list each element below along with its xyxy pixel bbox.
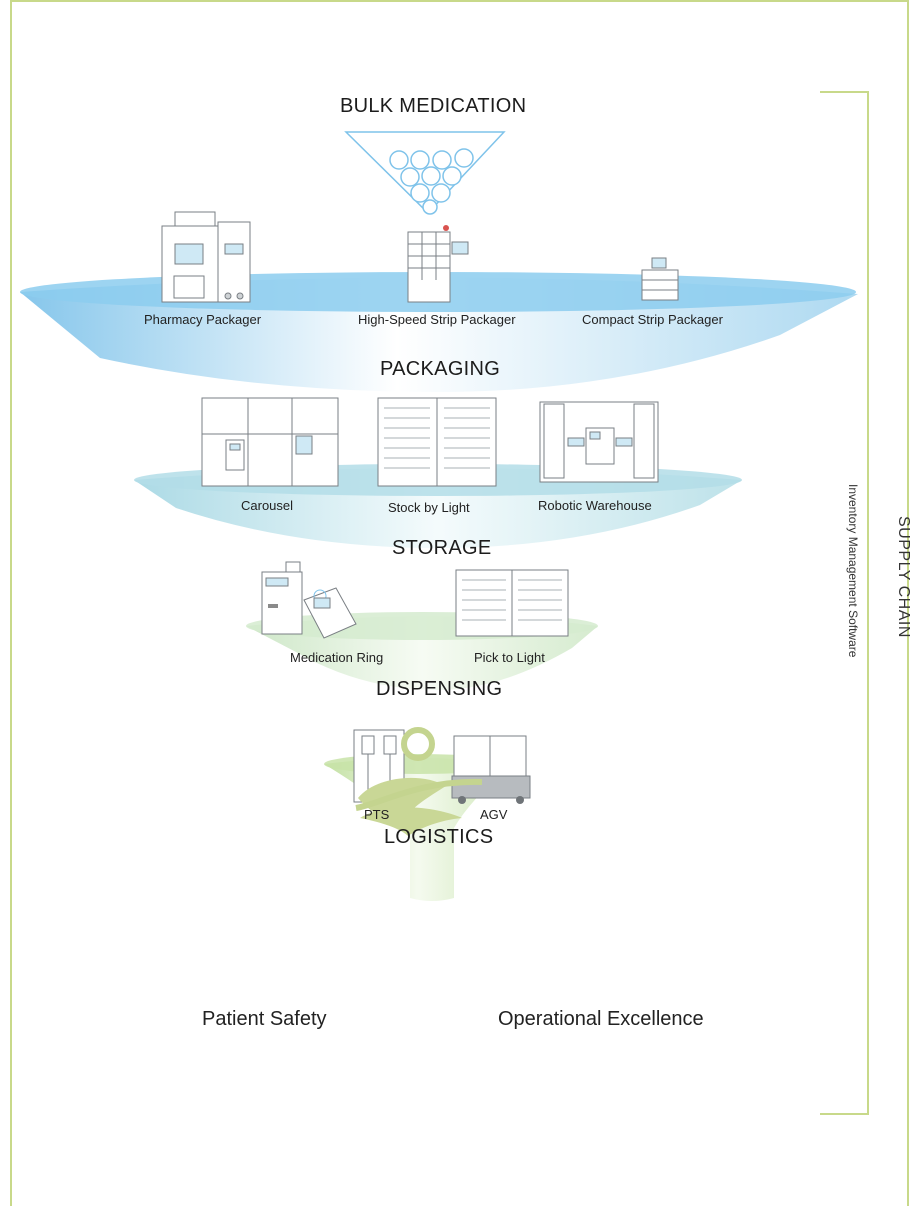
item-stock-by-light: Stock by Light — [388, 500, 470, 515]
item-carousel: Carousel — [241, 498, 294, 513]
item-pharmacy-packager: Pharmacy Packager — [144, 312, 262, 327]
supply-chain-bracket — [820, 91, 869, 1115]
item-pts: PTS — [364, 807, 390, 822]
compact-strip-packager-icon — [641, 257, 679, 301]
inventory-management-software-label: Inventory Management Software — [846, 484, 860, 658]
stage-logistics: LOGISTICS — [384, 826, 494, 848]
item-medication-ring: Medication Ring — [290, 650, 384, 665]
pharmacy-packager-icon — [161, 211, 251, 303]
supply-chain-label: SUPPLY CHAIN — [895, 516, 912, 638]
item-pick-to-light: Pick to Light — [474, 650, 545, 665]
stage-dispensing: DISPENSING — [376, 678, 503, 700]
item-robotic-warehouse: Robotic Warehouse — [538, 498, 652, 513]
medication-ring-icon — [261, 561, 357, 639]
bulk-medication-title: BULK MEDICATION — [340, 95, 527, 117]
robotic-warehouse-icon — [539, 401, 659, 483]
stage-storage: STORAGE — [392, 537, 492, 559]
agv-icon — [451, 735, 531, 804]
carousel-icon — [201, 397, 339, 487]
stock-by-light-icon — [377, 397, 497, 487]
bulk-hopper-icon — [344, 131, 506, 215]
item-agv: AGV — [480, 807, 508, 822]
item-high-speed-strip-packager: High-Speed Strip Packager — [358, 312, 516, 327]
pick-to-light-icon — [455, 569, 569, 637]
outcome-patient-safety: Patient Safety — [202, 1008, 327, 1030]
outcome-operational-excellence: Operational Excellence — [498, 1008, 704, 1030]
logo-icon — [355, 727, 483, 836]
high-speed-strip-packager-icon — [407, 225, 469, 303]
border-frame — [10, 0, 909, 1206]
stage-packaging: PACKAGING — [380, 358, 501, 380]
item-compact-strip-packager: Compact Strip Packager — [582, 312, 723, 327]
